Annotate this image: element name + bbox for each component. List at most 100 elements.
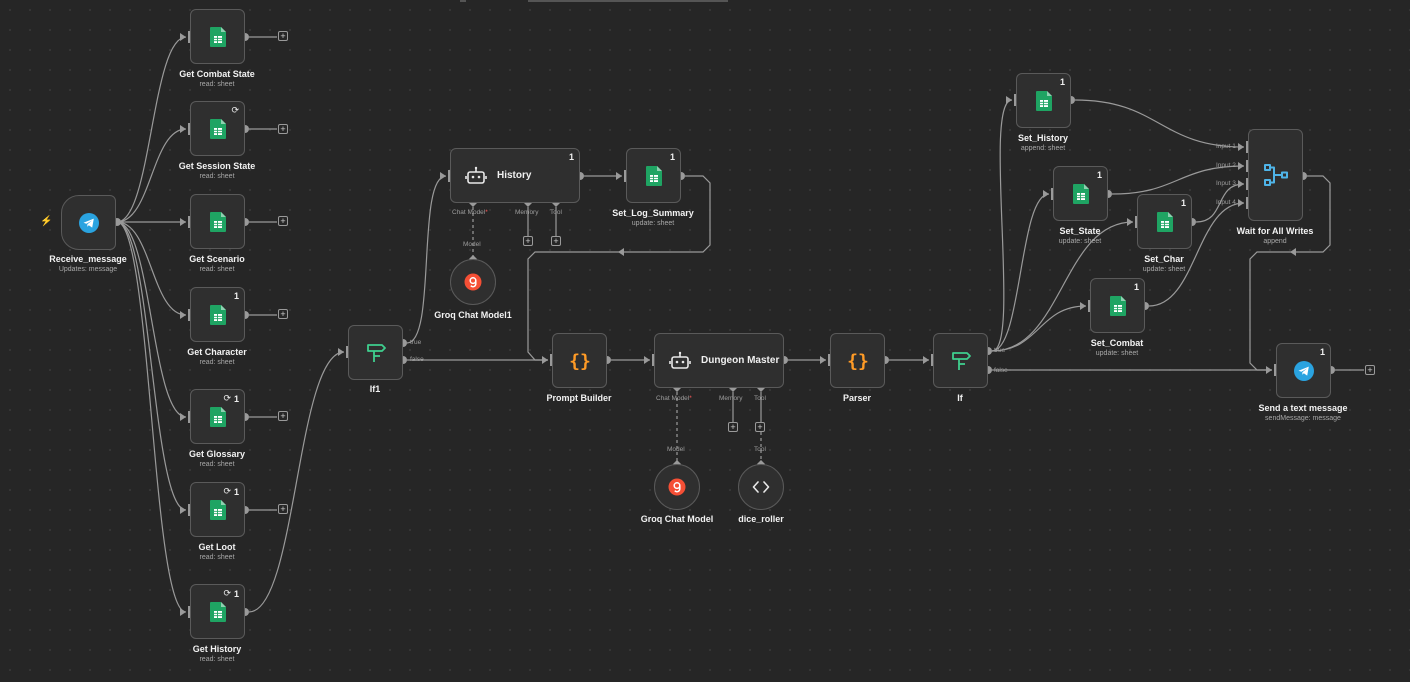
edge-arrow bbox=[338, 348, 344, 356]
edge-arrow bbox=[820, 356, 826, 364]
input-1-label: Input 1 bbox=[1216, 143, 1236, 150]
edge-arrow bbox=[180, 125, 186, 133]
connection-edge bbox=[116, 36, 187, 223]
add-memory-button[interactable]: + bbox=[523, 236, 533, 246]
curly-braces-icon: {} bbox=[846, 350, 870, 372]
edge-arrow bbox=[542, 356, 548, 364]
node-get-character[interactable]: 1 bbox=[190, 287, 245, 342]
edge-arrow bbox=[618, 248, 624, 256]
curly-braces-icon: {} bbox=[568, 350, 592, 372]
node-groq-chat-model1[interactable] bbox=[450, 259, 496, 305]
run-count-badge: 1 bbox=[1096, 170, 1102, 180]
add-tool-button[interactable]: + bbox=[755, 422, 765, 432]
telegram-icon bbox=[1293, 360, 1315, 382]
edge-arrow bbox=[616, 172, 622, 180]
add-node-button[interactable]: + bbox=[278, 124, 288, 134]
edge-arrow bbox=[1238, 199, 1244, 207]
connection-model-label: Model bbox=[667, 446, 685, 453]
node-prompt-builder[interactable]: {} bbox=[552, 333, 607, 388]
label-prompt-builder: Prompt Builder bbox=[546, 393, 612, 403]
node-get-glossary[interactable]: ⟳1 bbox=[190, 389, 245, 444]
node-get-loot[interactable]: ⟳1 bbox=[190, 482, 245, 537]
google-sheets-icon bbox=[209, 118, 227, 140]
run-count-badge: 1 bbox=[568, 152, 574, 162]
edge-arrow bbox=[180, 218, 186, 226]
google-sheets-icon bbox=[1109, 295, 1127, 317]
google-sheets-icon bbox=[1156, 211, 1174, 233]
connection-edge bbox=[991, 305, 1087, 352]
node-set-state[interactable]: 1 bbox=[1053, 166, 1108, 221]
node-get-session-state[interactable]: ⟳ bbox=[190, 101, 245, 156]
node-set-history[interactable]: 1 bbox=[1016, 73, 1071, 128]
run-count-badge: 1 bbox=[1133, 282, 1139, 292]
groq-icon bbox=[464, 273, 482, 291]
if-branch-icon bbox=[364, 342, 388, 364]
connection-edge bbox=[991, 193, 1050, 352]
node-if1[interactable] bbox=[348, 325, 403, 380]
edge-arrow bbox=[180, 413, 186, 421]
run-count-badge: ⟳1 bbox=[223, 486, 239, 497]
node-dice-roller[interactable] bbox=[738, 464, 784, 510]
edge-arrow bbox=[180, 608, 186, 616]
edge-arrow bbox=[644, 356, 650, 364]
input-2-label: Input 2 bbox=[1216, 162, 1236, 169]
google-sheets-icon bbox=[209, 211, 227, 233]
connection-edge bbox=[116, 221, 187, 316]
add-tool-button[interactable]: + bbox=[551, 236, 561, 246]
edge-arrow bbox=[180, 33, 186, 41]
node-set-log-summary[interactable]: 1 bbox=[626, 148, 681, 203]
node-set-char[interactable]: 1 bbox=[1137, 194, 1192, 249]
node-get-scenario[interactable] bbox=[190, 194, 245, 249]
node-get-history[interactable]: ⟳1 bbox=[190, 584, 245, 639]
node-dungeon-master[interactable]: Dungeon Master bbox=[654, 333, 784, 388]
run-count-badge: 1 bbox=[669, 152, 675, 162]
run-count-badge: 1 bbox=[1319, 347, 1325, 357]
add-memory-button[interactable]: + bbox=[728, 422, 738, 432]
trigger-bolt-icon: ⚡ bbox=[40, 216, 53, 227]
edge-arrow bbox=[1238, 162, 1244, 170]
output-false-label: false bbox=[410, 356, 424, 363]
connection-tool-label: Tool bbox=[754, 446, 766, 453]
node-get-combat-state[interactable] bbox=[190, 9, 245, 64]
add-node-button[interactable]: + bbox=[1365, 365, 1375, 375]
add-node-button[interactable]: + bbox=[278, 31, 288, 41]
if-branch-icon bbox=[949, 350, 973, 372]
output-false-label: false bbox=[994, 367, 1008, 374]
connection-edge bbox=[248, 351, 345, 613]
add-node-button[interactable]: + bbox=[278, 504, 288, 514]
node-title: History bbox=[497, 170, 532, 181]
edge-arrow bbox=[1290, 248, 1296, 256]
node-send-text-message[interactable]: 1 bbox=[1276, 343, 1331, 398]
add-node-button[interactable]: + bbox=[278, 411, 288, 421]
edge-arrow bbox=[180, 311, 186, 319]
node-groq-chat-model[interactable] bbox=[654, 464, 700, 510]
toolbar-fragment bbox=[528, 0, 728, 2]
google-sheets-icon bbox=[1072, 183, 1090, 205]
edge-arrow bbox=[180, 506, 186, 514]
node-if[interactable] bbox=[933, 333, 988, 388]
input-3-label: Input 3 bbox=[1216, 180, 1236, 187]
node-set-combat[interactable]: 1 bbox=[1090, 278, 1145, 333]
add-node-button[interactable]: + bbox=[278, 216, 288, 226]
node-parser[interactable]: {} bbox=[830, 333, 885, 388]
node-history-agent[interactable]: 1 History bbox=[450, 148, 580, 203]
refresh-icon: ⟳ bbox=[223, 588, 231, 598]
connection-model-label: Model bbox=[463, 241, 481, 248]
node-title: Dungeon Master bbox=[701, 355, 780, 366]
edge-arrow bbox=[1238, 143, 1244, 151]
svg-text:{}: {} bbox=[847, 351, 869, 372]
run-count-badge: ⟳1 bbox=[223, 393, 239, 404]
node-receive-message[interactable] bbox=[61, 195, 116, 250]
label-if1: If1 bbox=[369, 384, 381, 394]
google-sheets-icon bbox=[209, 26, 227, 48]
label-dice-roller: dice_roller bbox=[738, 514, 784, 524]
add-node-button[interactable]: + bbox=[278, 309, 288, 319]
connection-edge bbox=[116, 221, 187, 418]
node-wait-for-all-writes[interactable] bbox=[1248, 129, 1303, 221]
refresh-icon: ⟳ bbox=[231, 105, 239, 115]
